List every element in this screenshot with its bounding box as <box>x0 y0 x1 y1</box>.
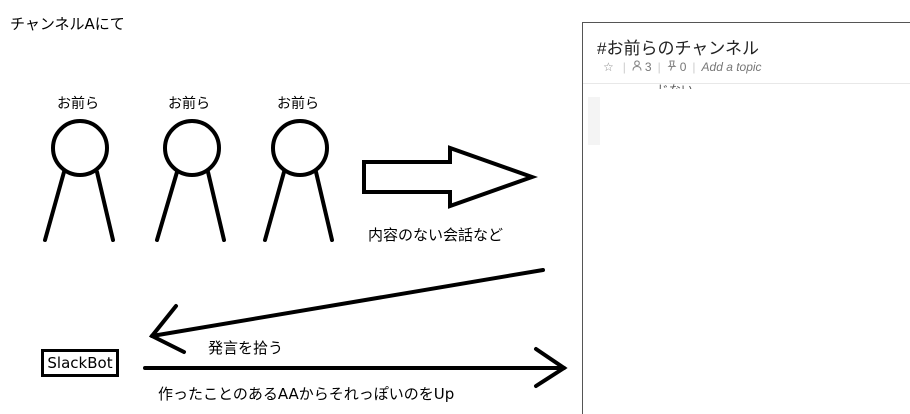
leg-line <box>155 170 179 242</box>
channel-name[interactable]: #お前らのチャンネル <box>597 39 759 58</box>
divider: | <box>622 60 626 74</box>
arrow-to-channel <box>143 347 568 388</box>
slack-channel-panel: #お前らのチャンネル ☆ | 3 | 0 | Add a topic じない <box>582 22 910 414</box>
person-icon <box>632 60 642 74</box>
arrow-to-bot <box>148 268 545 354</box>
pin-count[interactable]: 0 <box>679 60 687 74</box>
divider: | <box>657 60 661 74</box>
leg-line <box>263 170 286 242</box>
message-fragment: じない <box>657 81 693 89</box>
person-label: お前ら <box>277 96 319 112</box>
member-count[interactable]: 3 <box>644 60 652 74</box>
stick-figure <box>263 119 334 242</box>
slackbot-box: SlackBot <box>41 349 119 377</box>
head-circle <box>51 119 109 177</box>
stick-figure <box>43 119 115 242</box>
header-divider <box>583 83 910 84</box>
stick-figure <box>155 119 226 242</box>
person-label: お前ら <box>168 96 210 112</box>
add-topic-link[interactable]: Add a topic <box>701 60 762 74</box>
diagram-title: チャンネルAにて <box>10 15 125 33</box>
pin-icon <box>667 60 677 74</box>
channel-meta: ☆ | 3 | 0 | Add a topic <box>603 60 762 74</box>
leg-line <box>314 170 334 242</box>
leg-line <box>206 170 226 242</box>
person-label: お前ら <box>57 96 99 112</box>
block-arrow <box>362 145 538 209</box>
chatter-label: 内容のない会話など <box>368 226 504 244</box>
diagram-drawing <box>43 119 568 388</box>
leg-line <box>95 170 115 242</box>
head-circle <box>271 119 329 177</box>
message-gutter <box>588 97 600 145</box>
head-circle <box>163 119 221 177</box>
pickup-label: 発言を拾う <box>208 339 284 357</box>
post-label: 作ったことのあるAAからそれっぽいのをUp <box>158 385 455 403</box>
leg-line <box>43 170 66 242</box>
star-icon[interactable]: ☆ <box>603 60 614 74</box>
divider: | <box>692 60 696 74</box>
